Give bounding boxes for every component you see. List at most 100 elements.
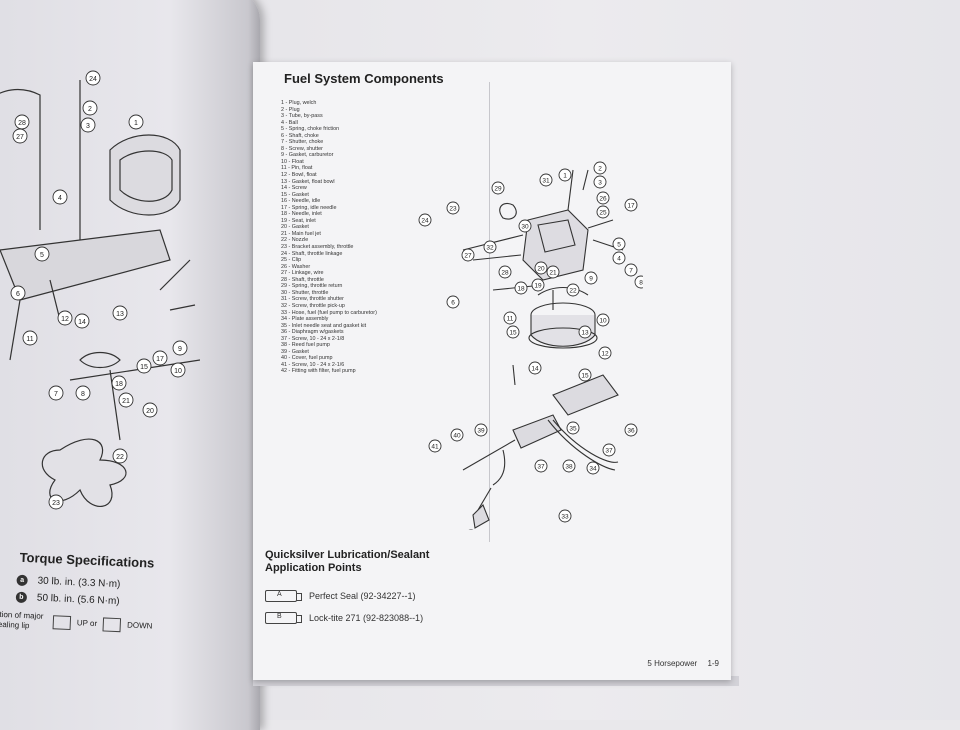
legend-item: 30 - Shutter, throttle [281,289,329,296]
svg-text:4: 4 [58,195,62,202]
svg-text:9: 9 [178,346,182,353]
legend-item: 10 - Float [281,158,304,165]
callout-1: 1 [558,168,572,182]
callout-24: 24 [85,70,101,86]
legend-item: 36 - Diaphragm w/gaskets [281,329,344,336]
svg-text:11: 11 [507,316,514,323]
svg-text:15: 15 [509,330,517,337]
callout-12: 12 [598,346,612,360]
svg-text:34: 34 [589,466,597,473]
legend-item: 28 - Shaft, throttle [281,276,324,283]
callout-26: 26 [596,191,610,205]
svg-text:9: 9 [589,276,593,283]
callout-40: 40 [450,428,464,442]
callout-7: 7 [624,263,638,277]
legend-item: 8 - Screw, shutter [281,145,323,152]
callout-27: 27 [12,128,28,144]
sealant-perfect-seal: A Perfect Seal (92-34227--1) [265,590,416,602]
legend-item: 4 - Ball [281,119,298,126]
svg-text:13: 13 [116,311,124,318]
svg-text:8: 8 [81,391,85,398]
legend-item: 38 - Reed fuel pump [281,342,330,349]
callout-14: 14 [74,313,90,329]
sealant-tube-a-icon: A [265,590,302,602]
svg-text:27: 27 [464,253,472,260]
svg-text:10: 10 [599,318,607,325]
svg-text:24: 24 [421,218,429,225]
svg-text:6: 6 [16,291,20,298]
svg-text:22: 22 [569,288,577,295]
callout-1: 1 [128,114,144,130]
legend-item: 14 - Screw [281,185,307,192]
svg-text:40: 40 [453,433,461,440]
svg-text:39: 39 [477,428,485,435]
callout-22: 22 [112,448,128,464]
svg-text:11: 11 [26,336,33,343]
svg-text:38: 38 [565,464,573,471]
callout-20: 20 [142,402,158,418]
callout-4: 4 [52,189,68,205]
legend-item: 13 - Gasket, float bowl [281,178,335,185]
callout-19: 19 [531,278,545,292]
legend-item: 1 - Plug, welch [281,100,317,106]
svg-text:17: 17 [627,203,635,210]
torque-spec-b: b 50 lb. in. (5.6 N·m) [15,591,208,611]
svg-text:36: 36 [627,428,635,435]
callout-15: 15 [136,358,152,374]
callout-2: 2 [82,100,98,116]
legend-item: 18 - Needle, inlet [281,211,322,218]
legend-item: 39 - Gasket [281,348,309,355]
callout-11: 11 [22,330,38,346]
legend-item: 33 - Hose, fuel (fuel pump to carburetor… [281,309,377,316]
legend-item: 23 - Bracket assembly, throttle [281,244,354,251]
callout-5: 5 [34,246,50,262]
legend-item: 17 - Spring, idle needle [281,204,337,211]
svg-text:33: 33 [561,514,569,521]
legend-item: 24 - Shaft, throttle linkage [281,250,343,257]
lip-down-icon [102,617,122,633]
legend-item: 5 - Spring, choke friction [281,126,340,133]
callout-6: 6 [10,285,26,301]
lubrication-heading: Quicksilver Lubrication/Sealant Applicat… [265,549,430,574]
svg-text:3: 3 [598,180,602,187]
svg-text:29: 29 [494,186,502,193]
page-footer: 5 Horsepower 1-9 [639,659,719,668]
svg-text:26: 26 [599,196,607,203]
legend-item: 20 - Gasket [281,224,309,231]
svg-text:28: 28 [501,270,509,277]
callout-39: 39 [474,423,488,437]
legend-item: 7 - Shutter, choke [281,139,324,146]
callout-35: 35 [566,421,580,435]
callout-9: 9 [584,271,598,285]
svg-text:8: 8 [639,280,643,287]
callout-17: 17 [152,350,168,366]
legend-item: 32 - Screw, throttle pick-up [281,302,345,309]
svg-text:17: 17 [156,356,164,363]
legend-item: 41 - Screw, 10 - 24 x 2-1/6 [281,361,345,368]
svg-text:5: 5 [40,252,44,259]
svg-text:20: 20 [146,408,154,415]
svg-text:18: 18 [517,286,525,293]
callout-17: 17 [624,198,638,212]
svg-text:6: 6 [451,300,455,307]
badge-b: b [15,591,28,604]
callout-23: 23 [446,201,460,215]
legend-item: 15 - Gasket [281,191,309,198]
svg-text:2: 2 [598,166,602,173]
svg-text:5: 5 [617,242,621,249]
left-exploded-diagram: 24 2 3 1 28 27 4 5 6 13 12 14 11 9 17 15… [0,70,200,510]
callout-13: 13 [112,305,128,321]
legend-item: 26 - Washer [281,263,311,270]
sealant-tube-b-icon: B [265,612,302,624]
svg-text:15: 15 [581,373,589,380]
callout-37b: 37 [534,459,548,473]
column-divider [489,82,490,542]
legend-item: 22 - Nozzle [281,237,309,244]
svg-text:10: 10 [174,368,182,375]
callout-36: 36 [624,423,638,437]
badge-a: a [16,574,28,587]
callout-41: 41 [428,439,442,453]
callout-3: 3 [80,117,96,133]
svg-text:12: 12 [61,316,69,323]
legend-item: 11 - Pin, float [281,165,313,172]
